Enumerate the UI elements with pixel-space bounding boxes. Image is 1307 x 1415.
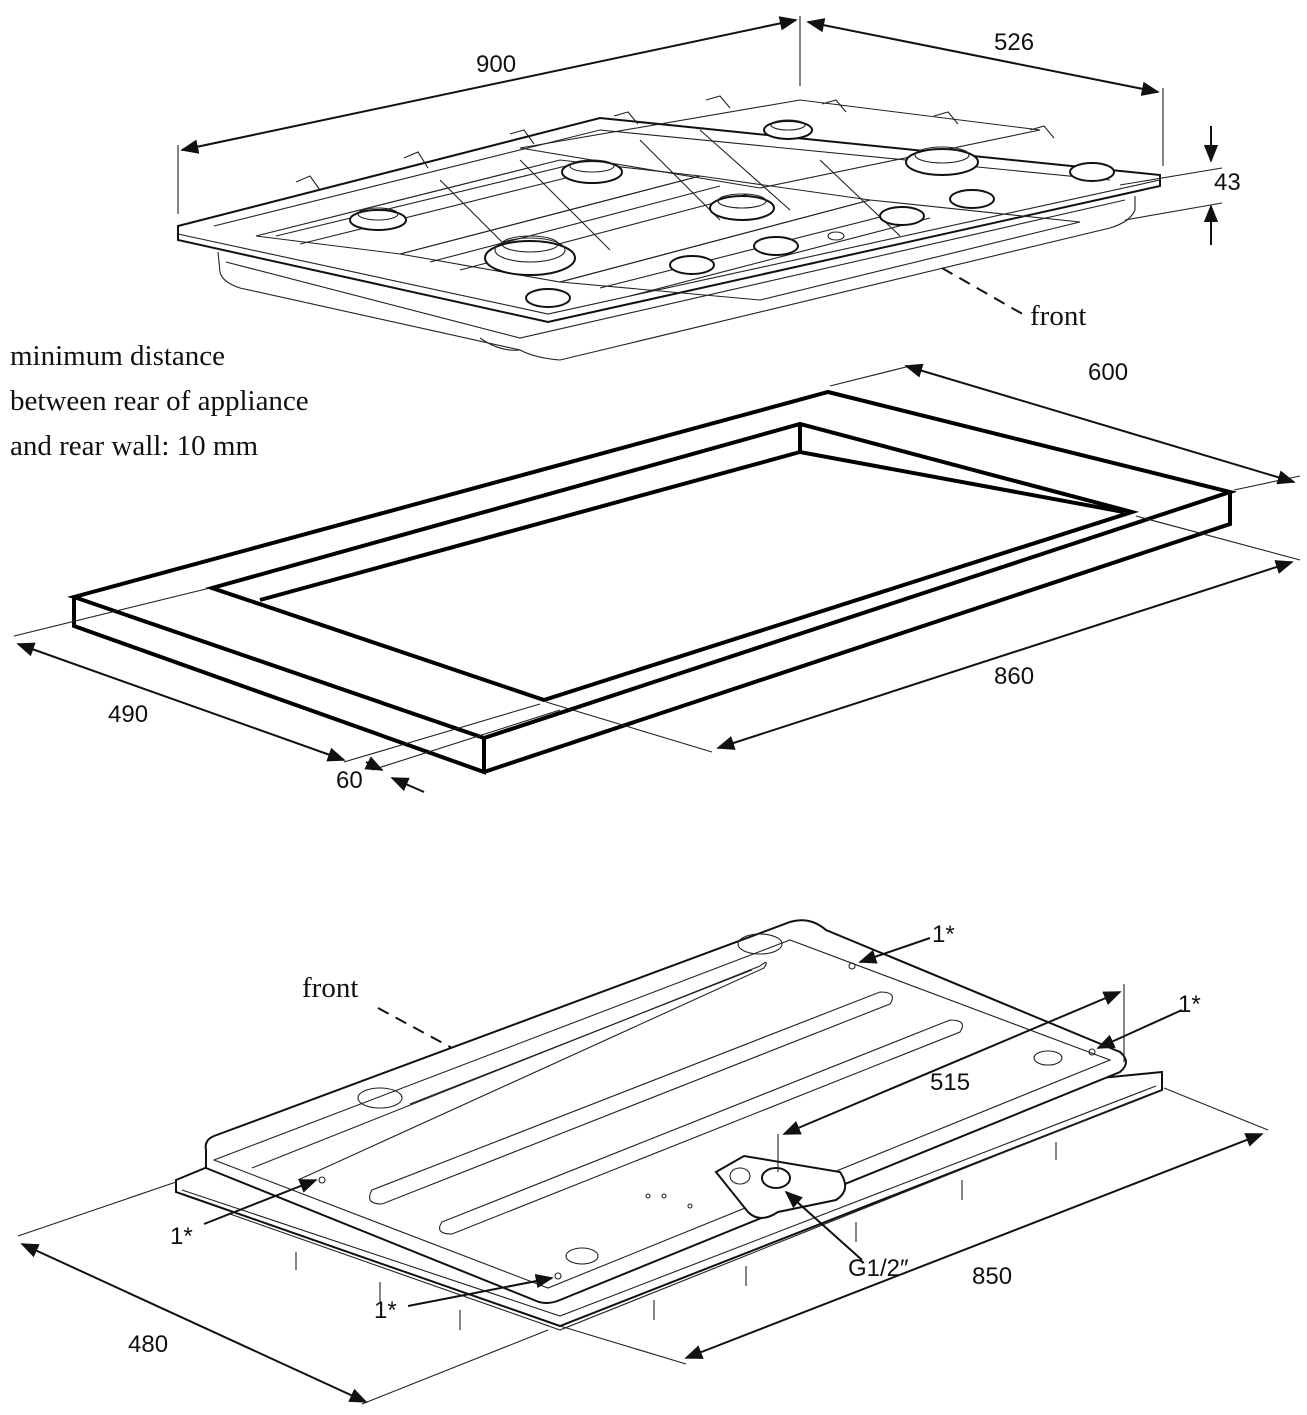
dim-underside-width: 850 — [972, 1263, 1012, 1290]
hob-top-view: 900 526 43 front — [177, 16, 1241, 361]
knob-icon — [669, 255, 715, 275]
dim-cutout-width: 860 — [994, 663, 1034, 690]
dim-front-gap: 60 — [336, 767, 363, 794]
hob-underside-view: front 1* 1* 1* 1* 515 G1/2″ 850 480 — [17, 919, 1269, 1405]
burner-medium-left — [349, 207, 407, 231]
knob-icon — [949, 189, 995, 209]
fixing-callout-left: 1* — [170, 1223, 193, 1250]
note-line-2: between rear of appliance — [10, 385, 309, 417]
dim-cutout-depth: 490 — [108, 701, 148, 728]
dim-hob-width: 900 — [476, 51, 516, 78]
burner-large — [484, 235, 576, 276]
burner-wok — [905, 146, 979, 176]
fixing-callout-front: 1* — [374, 1297, 397, 1324]
gas-connection-label: G1/2″ — [848, 1255, 909, 1282]
clearance-note: minimum distance between rear of applian… — [10, 340, 309, 462]
worktop-cutout: 600 860 490 60 — [13, 359, 1301, 794]
ignition-icon — [827, 231, 845, 241]
dim-worktop-depth: 600 — [1088, 359, 1128, 386]
knob-row — [525, 162, 1115, 308]
fixing-callout-rear: 1* — [932, 921, 955, 948]
note-line-1: minimum distance — [10, 340, 225, 372]
dim-gas-offset: 515 — [930, 1069, 970, 1096]
dim-hob-depth: 526 — [994, 29, 1034, 56]
knob-icon — [525, 288, 571, 308]
fixing-callout-right: 1* — [1178, 991, 1201, 1018]
dim-underside-depth: 480 — [128, 1331, 168, 1358]
burner-rear-centre — [561, 159, 623, 184]
front-label-top: front — [1030, 300, 1086, 332]
knob-icon — [1069, 162, 1115, 182]
note-line-3: and rear wall: 10 mm — [10, 430, 258, 462]
knob-icon — [879, 206, 925, 226]
burner-medium-centre — [709, 193, 775, 221]
front-label-bottom: front — [302, 972, 358, 1004]
dim-hob-height: 43 — [1214, 169, 1241, 196]
burner-rear-right — [763, 119, 813, 140]
knob-icon — [753, 236, 799, 256]
